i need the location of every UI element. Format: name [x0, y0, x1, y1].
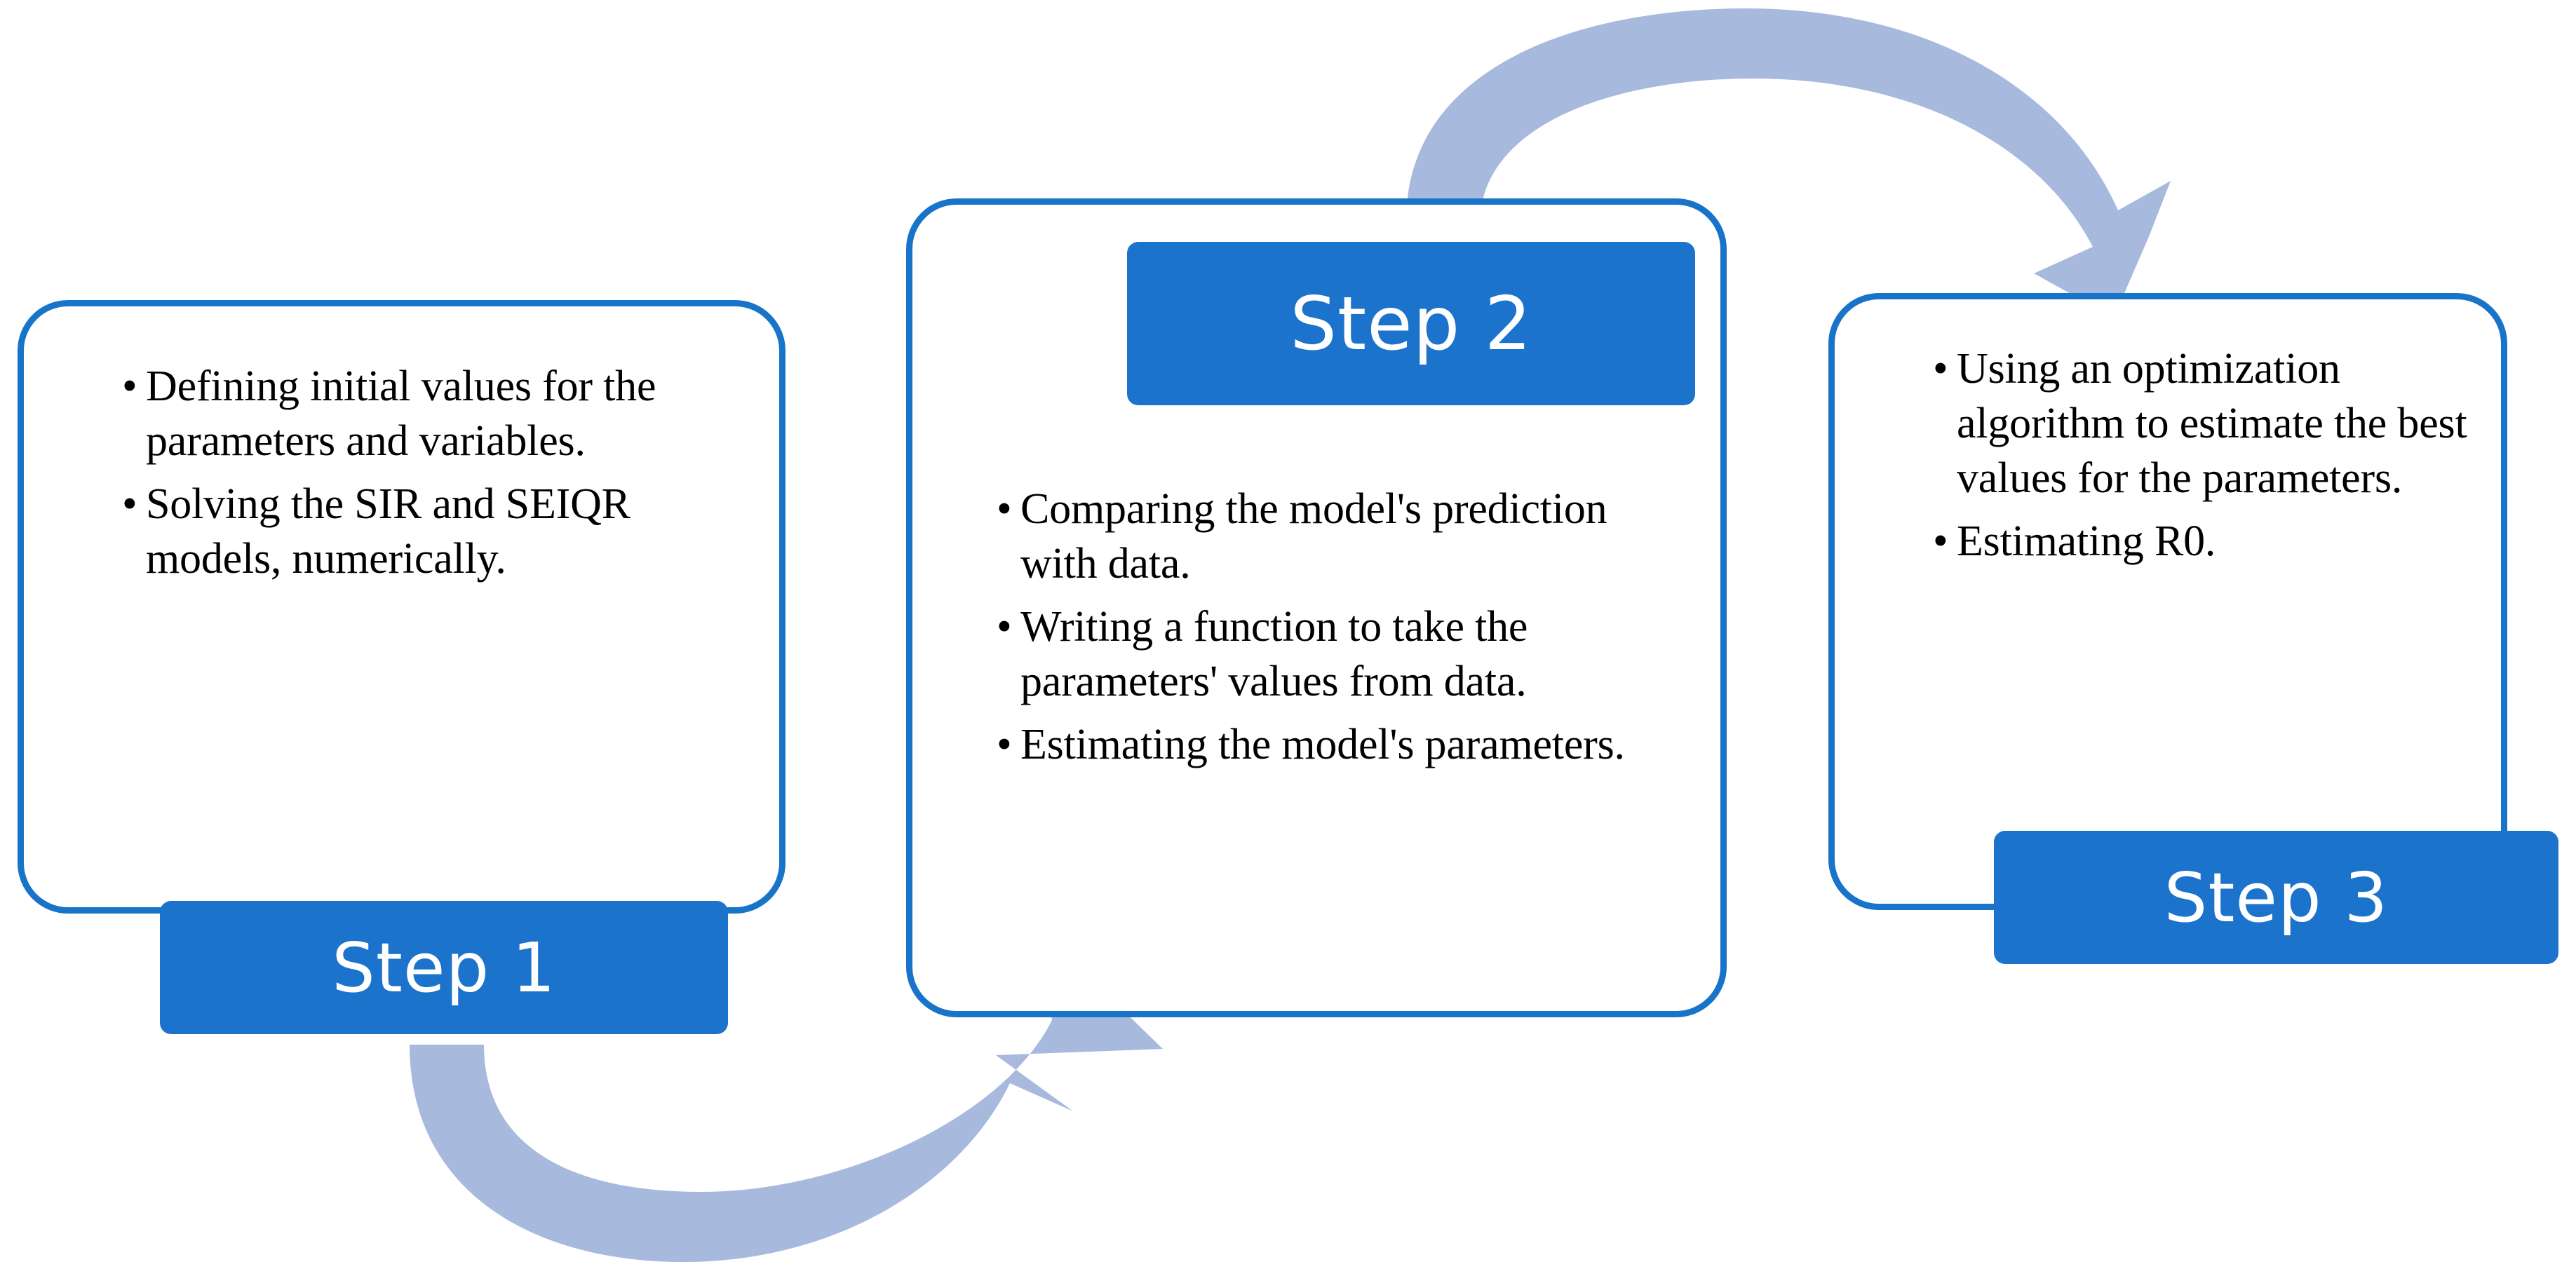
- list-item: Using an optimization algorithm to estim…: [1933, 341, 2487, 505]
- step-badge-3[interactable]: Step 3: [1994, 831, 2558, 964]
- arrow-step1-to-step2-icon: [410, 932, 1163, 1262]
- step-badge-2[interactable]: Step 2: [1127, 242, 1695, 405]
- list-item: Estimating R0.: [1933, 514, 2487, 569]
- list-item: Solving the SIR and SEIQR models, numeri…: [122, 477, 683, 586]
- step-3-bullet-list: Using an optimization algorithm to estim…: [1933, 341, 2487, 569]
- step-2-bullet-list: Comparing the model's prediction with da…: [997, 482, 1642, 773]
- list-item: Estimating the model's parameters.: [997, 717, 1642, 772]
- step-card-3[interactable]: Using an optimization algorithm to estim…: [1828, 293, 2507, 910]
- list-item: Writing a function to take the parameter…: [997, 599, 1642, 709]
- list-item: Comparing the model's prediction with da…: [997, 482, 1642, 591]
- step-badge-2-label: Step 2: [1290, 280, 1532, 367]
- list-item: Defining initial values for the paramete…: [122, 359, 683, 468]
- step-badge-3-label: Step 3: [2164, 857, 2389, 937]
- step-badge-1[interactable]: Step 1: [160, 901, 728, 1034]
- arrow-step2-to-step3-icon: [1406, 8, 2171, 318]
- step-badge-1-label: Step 1: [332, 928, 556, 1007]
- step-1-bullet-list: Defining initial values for the paramete…: [122, 359, 683, 586]
- step-card-1[interactable]: Defining initial values for the paramete…: [18, 300, 785, 914]
